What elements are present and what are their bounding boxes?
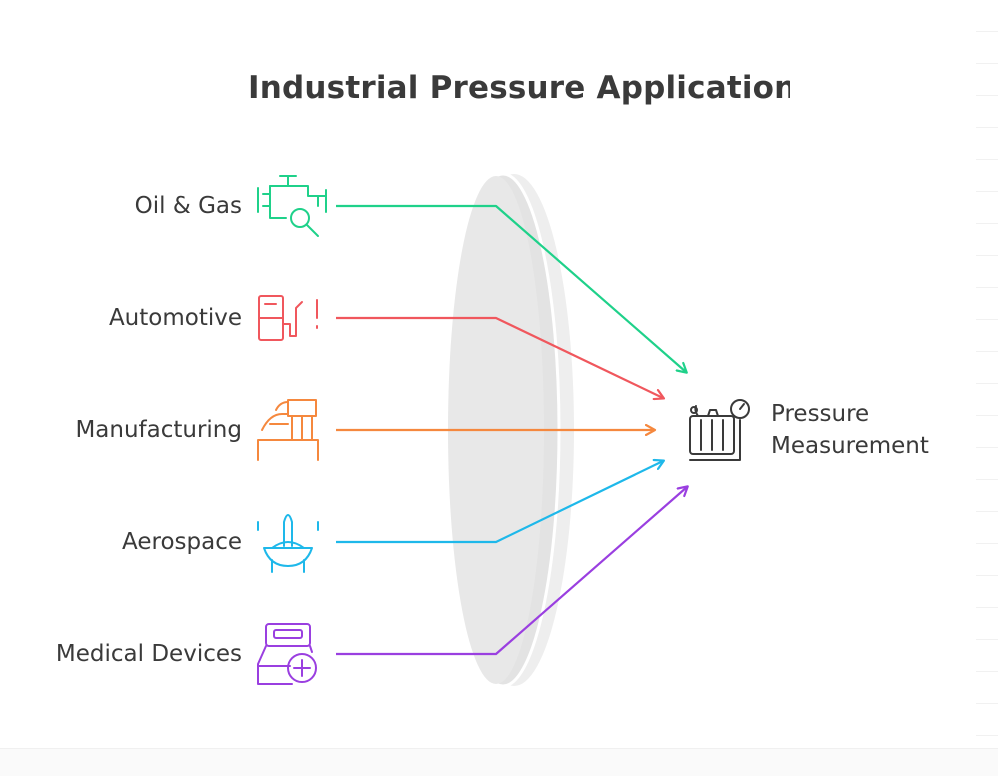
oil-valve-search-icon xyxy=(257,175,327,237)
rocket-launch-icon xyxy=(257,514,319,573)
source-label-aerospace: Aerospace xyxy=(122,529,242,555)
source-label-manufacturing: Manufacturing xyxy=(75,417,242,443)
connector-aerospace xyxy=(336,461,663,544)
factory-icon xyxy=(257,399,319,461)
target-label: Pressure Measurement xyxy=(771,398,929,462)
source-label-medical-devices: Medical Devices xyxy=(55,641,242,667)
connector-medical-devices xyxy=(336,487,687,656)
connector-automotive xyxy=(336,316,663,398)
pressure-gauge-icon xyxy=(689,399,750,461)
target-label-line1: Pressure xyxy=(771,401,870,427)
diagram-title: Industrial Pressure Application xyxy=(248,70,790,106)
right-edge-rule xyxy=(976,0,998,776)
target-label-line2: Measurement xyxy=(771,433,929,459)
bottom-strip xyxy=(0,748,998,776)
fuel-pump-alert-icon xyxy=(258,295,318,341)
source-label-automotive: Automotive xyxy=(108,305,242,331)
medical-kit-plus-icon xyxy=(257,623,317,685)
source-label-oil-gas: Oil & Gas xyxy=(134,193,242,219)
connector-oil-gas xyxy=(336,204,686,372)
